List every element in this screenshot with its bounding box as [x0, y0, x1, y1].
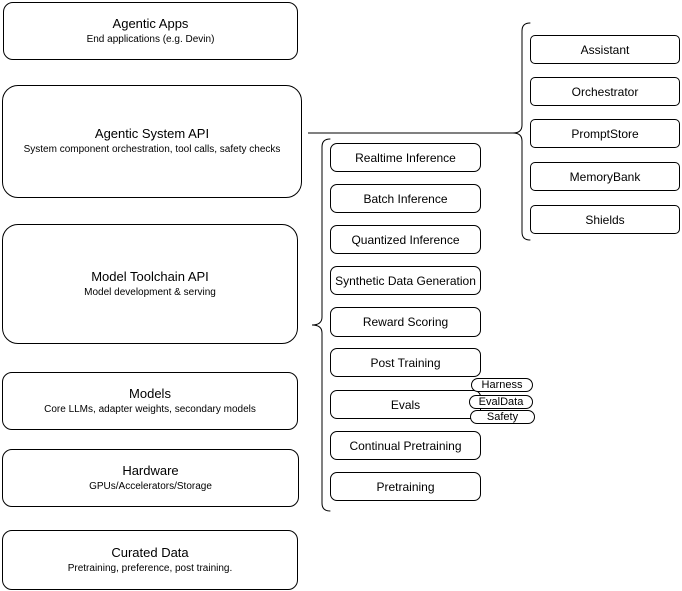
layer-subtitle: Pretraining, preference, post training.	[67, 562, 233, 574]
component-label: Shields	[585, 212, 625, 227]
eval-tag-label: EvalData	[478, 396, 524, 408]
layer-box-curated-data: Curated Data Pretraining, preference, po…	[2, 530, 298, 590]
layer-box-hardware: Hardware GPUs/Accelerators/Storage	[2, 449, 299, 507]
layer-box-agentic-apps: Agentic Apps End applications (e.g. Devi…	[3, 2, 298, 60]
toolchain-box-quantized-inference: Quantized Inference	[330, 225, 481, 254]
layer-subtitle: End applications (e.g. Devin)	[86, 33, 215, 45]
layer-subtitle: System component orchestration, tool cal…	[23, 144, 281, 155]
component-box-orchestrator: Orchestrator	[530, 77, 680, 106]
component-box-shields: Shields	[530, 205, 680, 234]
toolchain-label: Quantized Inference	[351, 232, 460, 247]
toolchain-box-reward-scoring: Reward Scoring	[330, 307, 481, 337]
layer-title: Curated Data	[111, 544, 189, 560]
layer-subtitle: Model development & serving	[84, 286, 216, 298]
eval-tag-evaldata: EvalData	[469, 395, 533, 409]
toolchain-box-post-training: Post Training	[330, 348, 481, 377]
layer-title: Models	[129, 385, 171, 401]
toolchain-box-continual-pretraining: Continual Pretraining	[330, 431, 481, 460]
component-box-memorybank: MemoryBank	[530, 162, 680, 191]
layer-box-models: Models Core LLMs, adapter weights, secon…	[2, 372, 298, 430]
eval-tag-safety: Safety	[470, 410, 535, 424]
toolchain-label: Batch Inference	[363, 191, 448, 206]
toolchain-label: Post Training	[370, 355, 441, 370]
toolchain-box-realtime-inference: Realtime Inference	[330, 143, 481, 172]
toolchain-box-pretraining: Pretraining	[330, 472, 481, 501]
toolchain-brace	[311, 138, 331, 512]
layer-title: Hardware	[122, 462, 179, 478]
toolchain-box-evals: Evals	[330, 390, 481, 419]
component-label: PromptStore	[571, 126, 639, 141]
layer-title: Agentic System API	[94, 126, 210, 141]
eval-tag-harness: Harness	[471, 378, 533, 392]
component-label: Assistant	[580, 42, 630, 57]
layer-title: Agentic Apps	[112, 15, 189, 31]
component-box-assistant: Assistant	[530, 35, 680, 64]
toolchain-box-synthetic-data-generation: Synthetic Data Generation	[330, 266, 481, 295]
components-brace	[512, 22, 531, 241]
layer-box-model-toolchain-api: Model Toolchain API Model development & …	[2, 224, 298, 344]
eval-tag-label: Harness	[481, 379, 523, 391]
layer-subtitle: Core LLMs, adapter weights, secondary mo…	[44, 403, 256, 415]
component-box-promptstore: PromptStore	[530, 119, 680, 148]
toolchain-label: Synthetic Data Generation	[335, 273, 476, 288]
toolchain-label: Continual Pretraining	[349, 438, 462, 453]
layer-subtitle: GPUs/Accelerators/Storage	[89, 480, 212, 492]
component-label: Orchestrator	[571, 84, 639, 99]
eval-tag-label: Safety	[486, 411, 519, 423]
toolchain-box-batch-inference: Batch Inference	[330, 184, 481, 213]
toolchain-label: Realtime Inference	[355, 150, 456, 165]
toolchain-label: Reward Scoring	[362, 315, 449, 329]
layer-box-agentic-system-api: Agentic System API System component orch…	[2, 85, 302, 198]
layer-title: Model Toolchain API	[91, 268, 209, 284]
component-label: MemoryBank	[569, 169, 641, 184]
toolchain-label: Pretraining	[376, 479, 435, 494]
toolchain-label: Evals	[390, 397, 421, 412]
